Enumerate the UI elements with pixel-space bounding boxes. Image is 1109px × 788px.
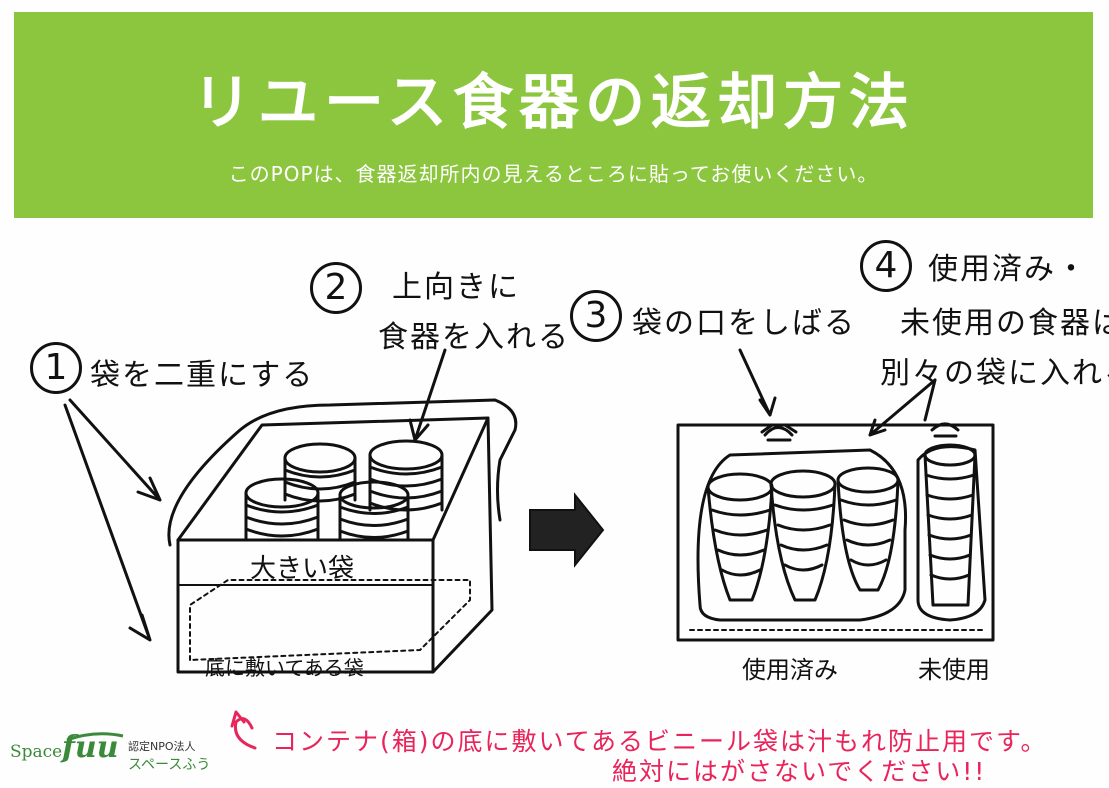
logo-org-type: 認定NPO法人	[128, 740, 196, 753]
step-3-text: 袋の口をしばる	[632, 306, 856, 341]
step-2-text-line1: 上向きに	[392, 270, 520, 305]
step-1-number: 1	[30, 342, 82, 394]
center-arrow	[529, 492, 605, 568]
used-bag	[696, 448, 908, 622]
step-3-number: 3	[570, 290, 622, 342]
cup-stacks-box	[244, 439, 444, 542]
logo-leaf-icon	[66, 732, 124, 742]
right-container	[676, 423, 995, 642]
unused-bag	[916, 445, 987, 622]
note-line1: コンテナ(箱)の底に敷いてあるビニール袋は汁もれ防止用です。	[272, 727, 1048, 756]
step-2-text-line2: 食器を入れる	[378, 320, 570, 355]
step-1-text: 袋を二重にする	[90, 358, 315, 393]
org-logo: Space fuu 認定NPO法人 スペースふう	[10, 728, 225, 778]
big-bag-label: 大きい袋	[250, 554, 355, 584]
used-label: 使用済み	[742, 656, 838, 684]
logo-space: Space	[10, 742, 63, 762]
container-box	[176, 538, 435, 674]
step-4-text-line1: 使用済み・	[928, 252, 1088, 287]
unused-label: 未使用	[918, 656, 990, 684]
page-subtitle: このPOPは、食器返却所内の見えるところに貼ってお使いください。	[228, 162, 879, 186]
step-4-number: 4	[860, 240, 912, 292]
outer-bag-outline	[167, 398, 518, 547]
bottom-bag-label: 底に敷いてある袋	[205, 656, 364, 680]
cup-stack-unused	[923, 443, 977, 607]
page-title: リユース食器の返却方法	[192, 68, 915, 138]
step-4-text-line2: 未使用の食器は	[900, 306, 1109, 341]
header-banner: リユース食器の返却方法 このPOPは、食器返却所内の見えるところに貼ってお使いく…	[14, 12, 1093, 218]
note-line2: 絶対にはがさないでください!!	[612, 757, 987, 786]
step-4-text-line3: 別々の袋に入れる	[880, 356, 1109, 391]
step-2-number: 2	[310, 262, 362, 314]
cup-stacks-used	[706, 466, 900, 602]
logo-org-name: スペースふう	[128, 757, 211, 773]
